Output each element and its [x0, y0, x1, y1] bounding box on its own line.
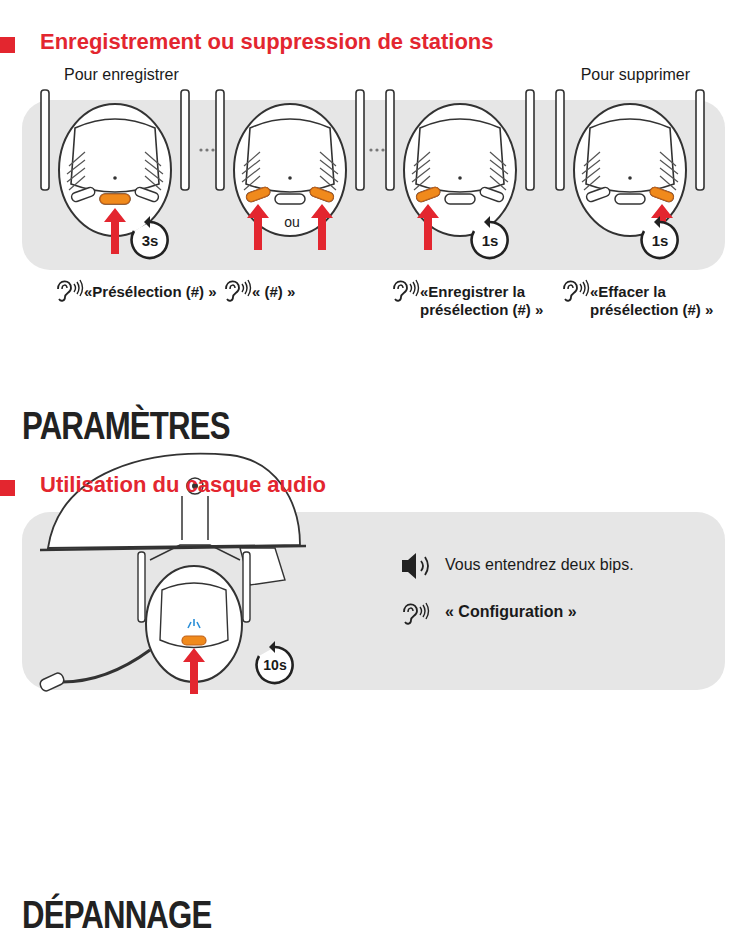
column-heading: Pour supprimer	[581, 66, 690, 84]
beep-note: Vous entendrez deux bips.	[445, 556, 634, 574]
section-heading: Enregistrement ou suppression de station…	[40, 29, 494, 55]
voice-prompt: «Effacer la présélection (#) »	[590, 283, 730, 319]
panel: 10s Vous entendrez deux bips. « Configurat…	[22, 510, 725, 690]
timer-label: 10s	[263, 657, 286, 673]
voice-prompt: « Configuration »	[445, 603, 577, 621]
chapter-heading: DÉPANNAGE	[22, 894, 211, 937]
column-heading: Pour enregistrer	[64, 66, 179, 84]
chapter-heading: PARAMÈTRES	[22, 405, 230, 448]
voice-prompt: «Enregistrer la présélection (#) »	[420, 283, 560, 319]
timer-label: 1s	[482, 232, 499, 249]
timer-label: 3s	[142, 232, 159, 249]
timer-label: 1s	[652, 232, 669, 249]
voice-prompt: «Présélection (#) »	[84, 283, 224, 301]
alternative-word: ou	[284, 214, 300, 230]
section-heading: Utilisation du casque audio	[40, 472, 326, 498]
panel: 3s ou 1s 1s	[22, 100, 725, 270]
voice-prompt: « (#) »	[252, 283, 372, 301]
